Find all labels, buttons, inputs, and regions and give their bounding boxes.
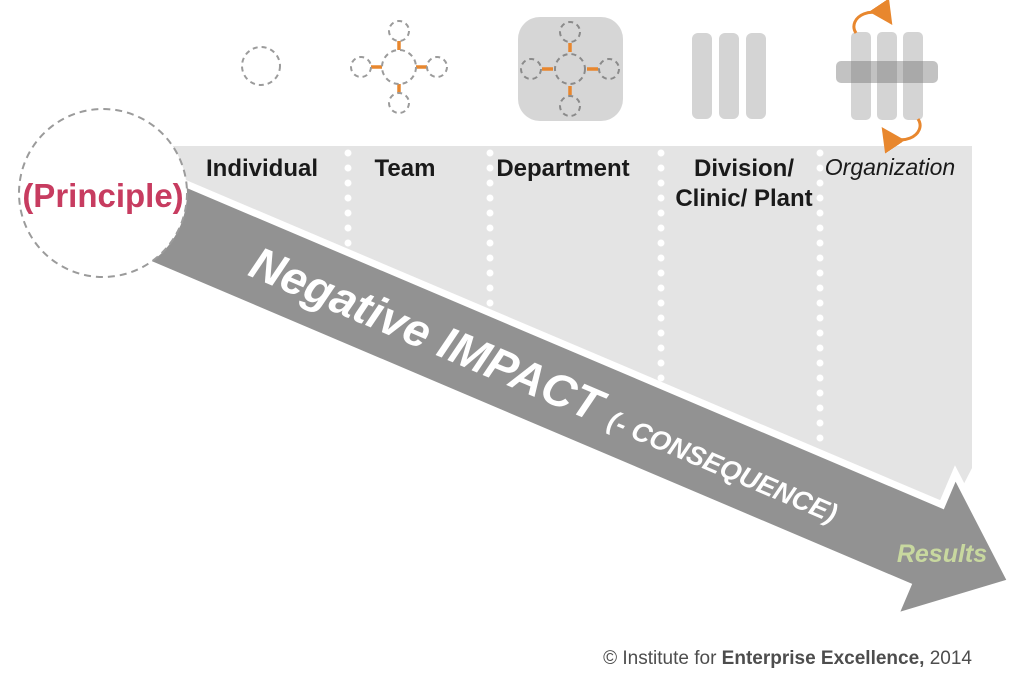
matrix-organization-icon	[836, 0, 938, 154]
boxed-network-icon	[518, 17, 623, 121]
principle-circle	[18, 108, 188, 278]
results-label: Results	[897, 540, 987, 568]
copyright-bold: Enterprise Excellence,	[722, 648, 925, 669]
header-team: Team	[375, 155, 436, 182]
arrow-shape	[113, 164, 1017, 623]
copyright-prefix: © Institute for	[603, 648, 722, 669]
header-department: Department	[496, 155, 629, 182]
copyright-year: 2014	[924, 648, 972, 669]
cycle-arrow-top	[852, 0, 893, 34]
header-division-line1: Division/	[694, 155, 794, 182]
header-division-line2: Clinic/ Plant	[675, 185, 812, 212]
column-headers: Individual Team Department Division/ Cli…	[206, 154, 955, 212]
header-individual: Individual	[206, 155, 318, 182]
principle-label: (Principle)	[22, 177, 183, 214]
network-icon	[350, 20, 448, 114]
three-bars-icon	[692, 33, 766, 119]
column-separators	[344, 149, 824, 452]
cycle-arrow-bottom	[881, 118, 922, 154]
header-organization: Organization	[825, 154, 955, 180]
copyright-line: © Institute for Enterprise Excellence, 2…	[603, 648, 972, 669]
dashed-circle-icon	[241, 46, 281, 86]
